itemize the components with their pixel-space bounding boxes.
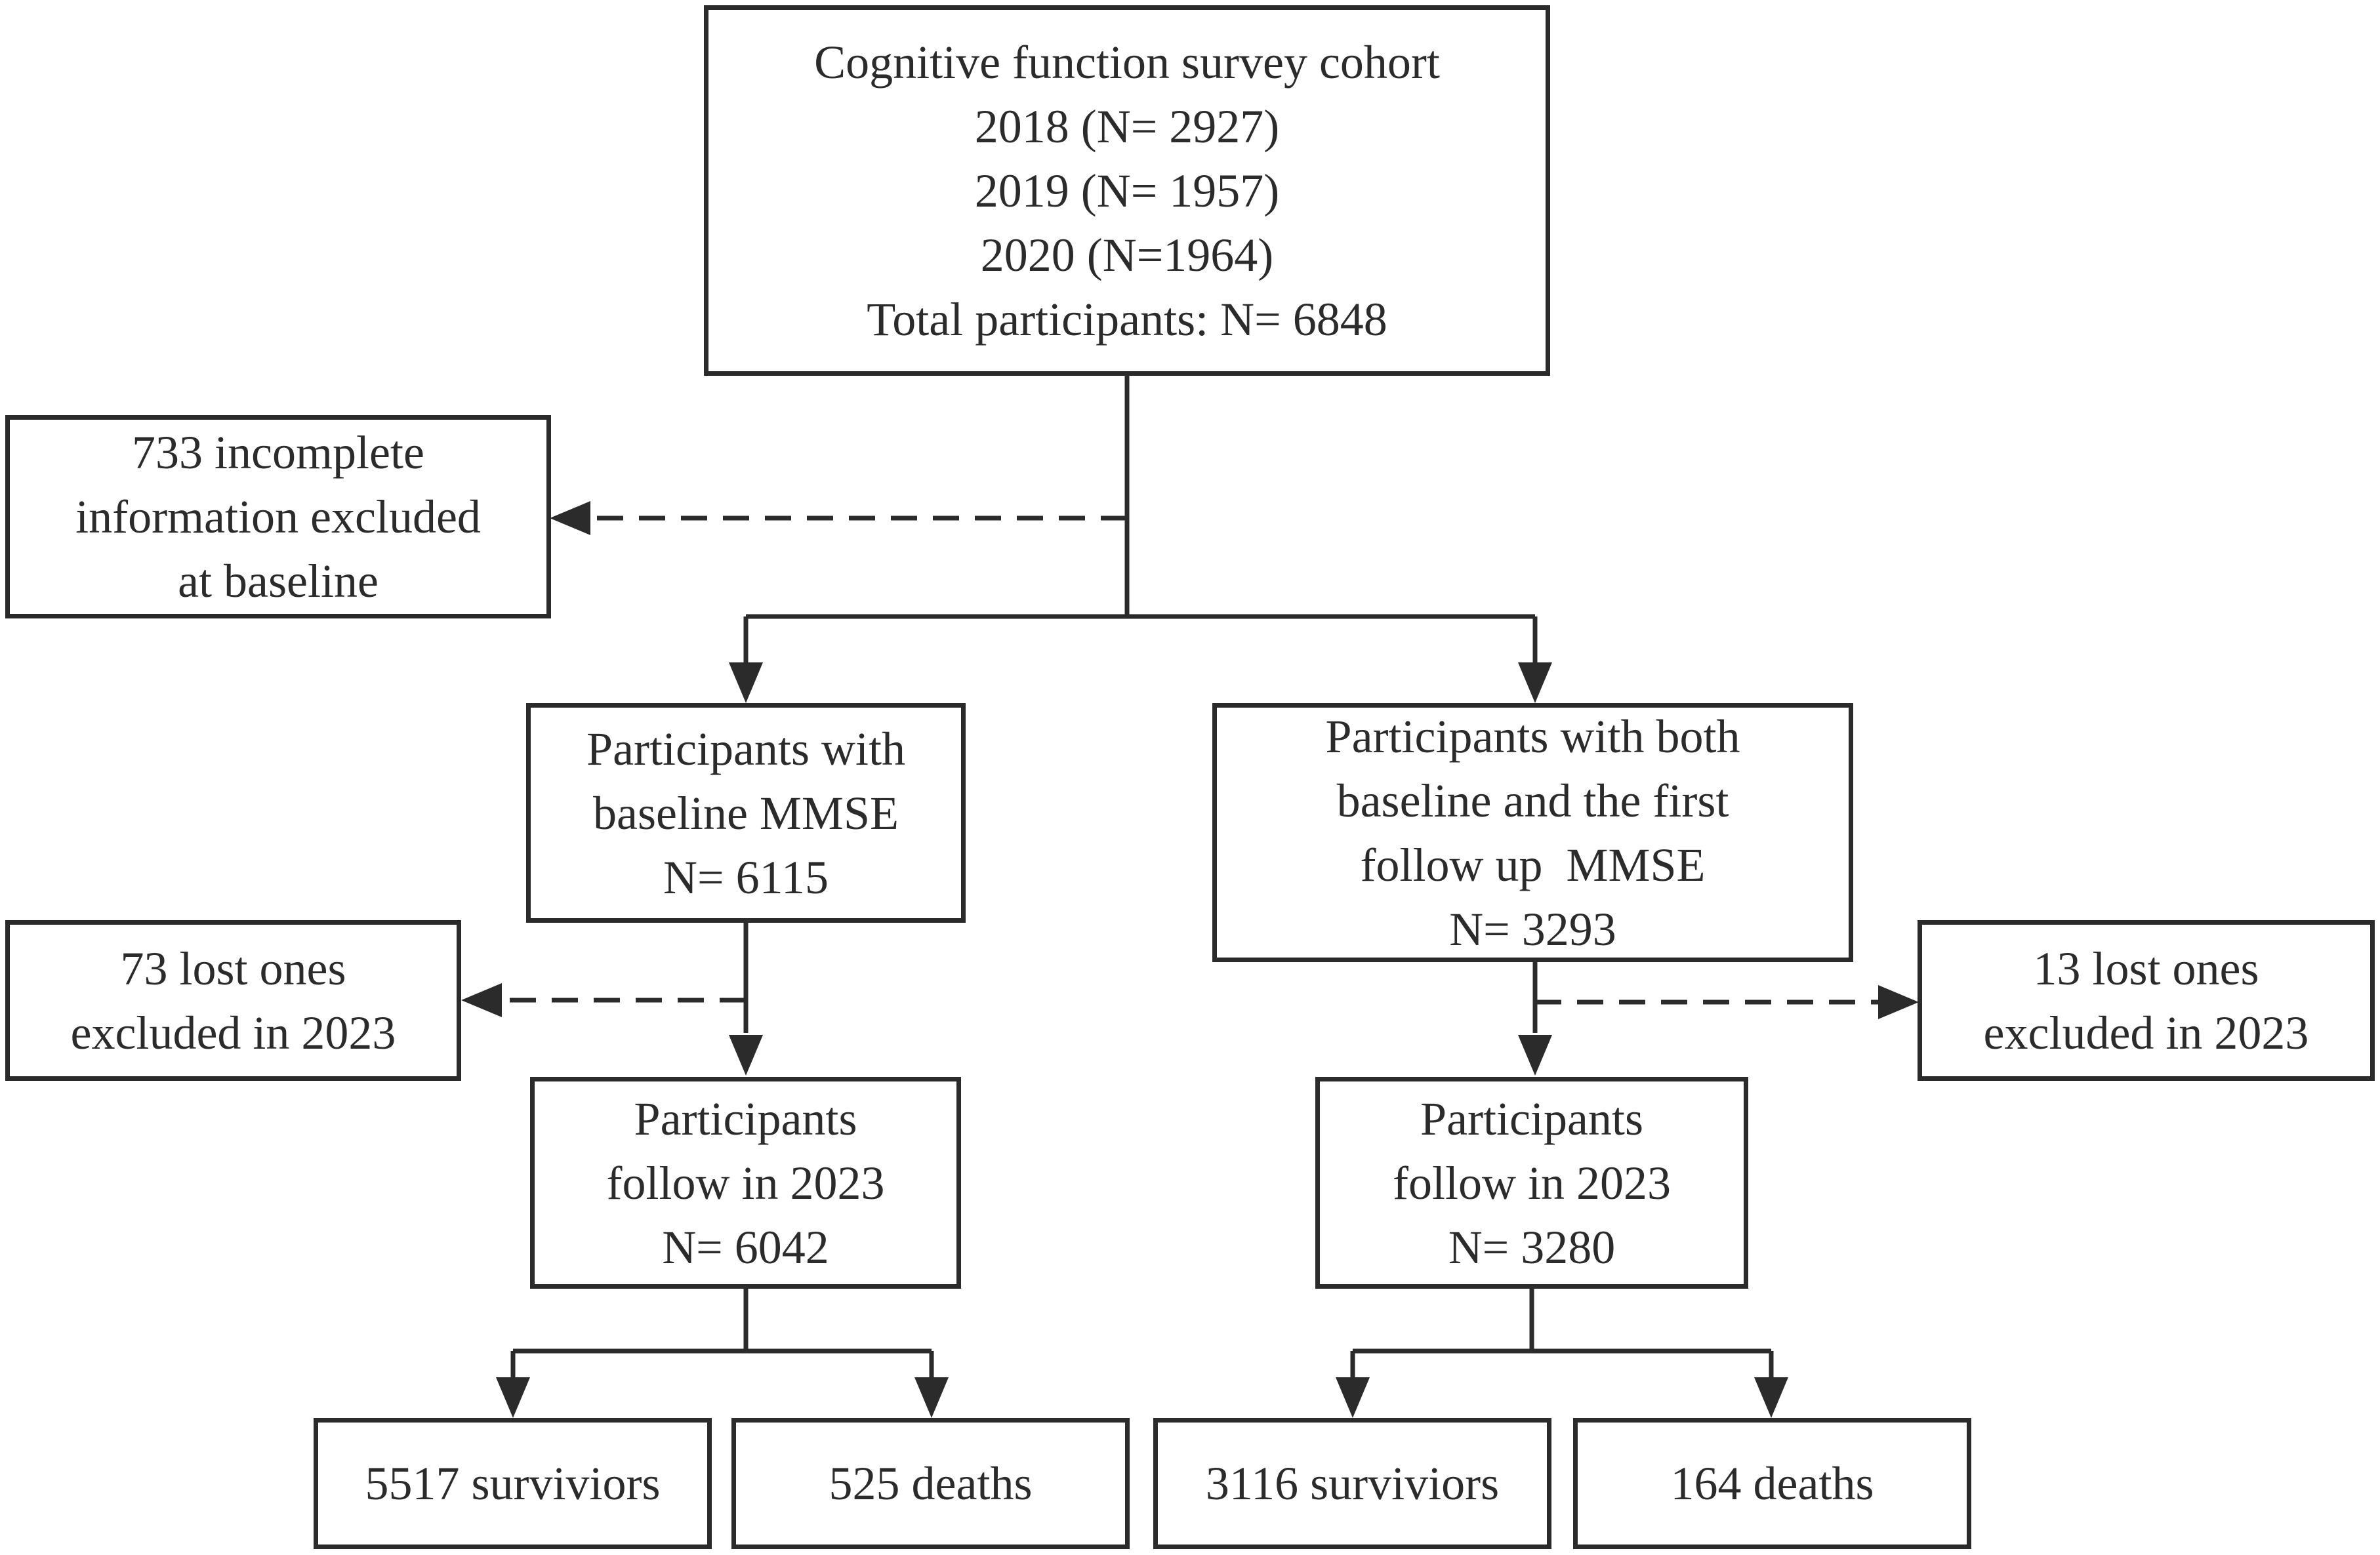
both-mmse-line3: follow up MMSE bbox=[1360, 838, 1706, 891]
lost-left-line1: 73 lost ones bbox=[120, 942, 346, 995]
follow-right-line3: N= 3280 bbox=[1448, 1221, 1616, 1274]
cohort-total: Total participants: N= 6848 bbox=[867, 293, 1387, 346]
cohort-title: Cognitive function survey cohort bbox=[814, 35, 1440, 89]
follow-left-line3: N= 6042 bbox=[662, 1221, 829, 1274]
arrowhead-exclusion-baseline bbox=[550, 501, 590, 535]
cohort-2018: 2018 (N= 2927) bbox=[974, 100, 1280, 153]
survivors-right-label: 3116 surviviors bbox=[1205, 1457, 1500, 1510]
lost-right-line1: 13 lost ones bbox=[2033, 942, 2259, 995]
deaths-left-label: 525 deaths bbox=[829, 1457, 1033, 1510]
arrowhead-baseline-mmse bbox=[729, 662, 763, 703]
deaths-right-label: 164 deaths bbox=[1670, 1457, 1874, 1510]
arrowhead-both-mmse bbox=[1518, 662, 1552, 703]
lost-left-box: 73 lost ones excluded in 2023 bbox=[5, 920, 461, 1081]
follow-right-line2: follow in 2023 bbox=[1393, 1156, 1671, 1209]
excluded-baseline-line3: at baseline bbox=[178, 555, 379, 607]
arrowhead-lost-right bbox=[1878, 985, 1919, 1019]
baseline-mmse-line1: Participants with bbox=[586, 722, 905, 775]
arrowhead-follow-left bbox=[729, 1035, 763, 1076]
deaths-left-box: 525 deaths bbox=[731, 1418, 1130, 1549]
baseline-mmse-box: Participants with baseline MMSE N= 6115 bbox=[526, 703, 966, 923]
both-mmse-box: Participants with both baseline and the … bbox=[1212, 703, 1853, 962]
arrowhead-deaths-left bbox=[914, 1377, 949, 1418]
lost-right-box: 13 lost ones excluded in 2023 bbox=[1918, 920, 2375, 1081]
arrowhead-lost-left bbox=[461, 983, 502, 1017]
both-mmse-line4: N= 3293 bbox=[1449, 902, 1616, 956]
lost-left-line2: excluded in 2023 bbox=[70, 1006, 396, 1059]
excluded-baseline-line1: 733 incomplete bbox=[132, 426, 424, 479]
arrowhead-survivors-left bbox=[496, 1377, 530, 1418]
both-mmse-line1: Participants with both bbox=[1325, 710, 1740, 763]
cohort-2020: 2020 (N=1964) bbox=[980, 228, 1274, 281]
baseline-mmse-line2: baseline MMSE bbox=[593, 786, 899, 839]
survivors-right-box: 3116 surviviors bbox=[1153, 1418, 1551, 1549]
follow-left-line1: Participants bbox=[634, 1092, 857, 1145]
cohort-box: Cognitive function survey cohort 2018 (N… bbox=[704, 5, 1550, 376]
lost-right-line2: excluded in 2023 bbox=[1983, 1006, 2309, 1059]
deaths-right-box: 164 deaths bbox=[1573, 1418, 1971, 1549]
follow-right-box: Participants follow in 2023 N= 3280 bbox=[1315, 1077, 1748, 1289]
excluded-baseline-line2: information excluded bbox=[75, 491, 481, 543]
follow-left-box: Participants follow in 2023 N= 6042 bbox=[530, 1077, 961, 1289]
baseline-mmse-line3: N= 6115 bbox=[663, 851, 829, 904]
cohort-2019: 2019 (N= 1957) bbox=[974, 164, 1280, 217]
arrowhead-deaths-right bbox=[1754, 1377, 1788, 1418]
arrowhead-follow-right bbox=[1518, 1035, 1552, 1076]
both-mmse-line2: baseline and the first bbox=[1336, 774, 1729, 827]
survivors-left-label: 5517 surviviors bbox=[365, 1457, 661, 1510]
survivors-left-box: 5517 surviviors bbox=[314, 1418, 712, 1549]
follow-left-line2: follow in 2023 bbox=[606, 1156, 885, 1209]
arrowhead-survivors-right bbox=[1336, 1377, 1370, 1418]
follow-right-line1: Participants bbox=[1420, 1092, 1643, 1145]
excluded-baseline-box: 733 incomplete information excluded at b… bbox=[5, 415, 551, 618]
